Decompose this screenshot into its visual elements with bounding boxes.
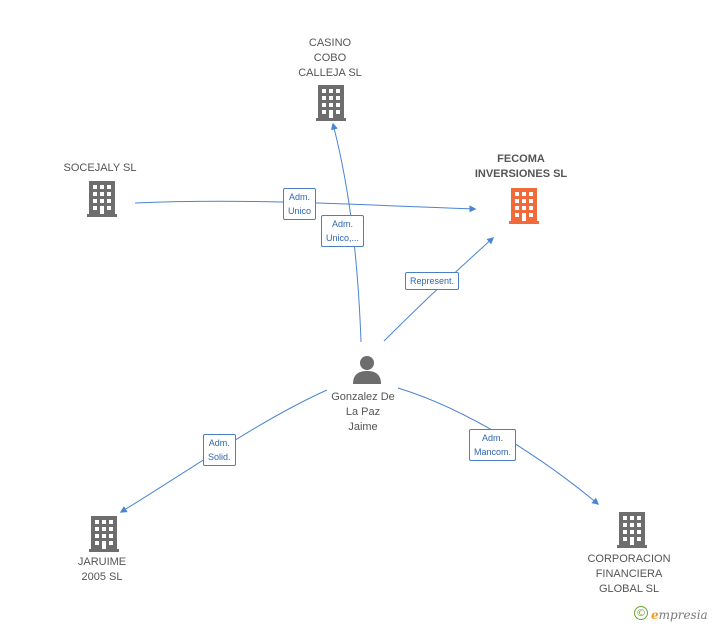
copyright-icon: © <box>634 606 648 620</box>
edge-label-adm-mancom: Adm. Mancom. <box>469 429 517 461</box>
person-icon[interactable] <box>352 354 382 384</box>
node-label-casino[interactable]: CASINO COBO CALLEJA SL <box>298 37 362 79</box>
building-icon-jaruime[interactable] <box>89 516 119 552</box>
edge-label-represent: Represent. <box>405 272 460 290</box>
node-label-person[interactable]: Gonzalez De La Paz Jaime <box>331 391 395 433</box>
node-label-socejaly[interactable]: SOCEJALY SL <box>63 162 137 174</box>
node-label-jaruime[interactable]: JARUIME 2005 SL <box>77 556 127 583</box>
building-icon-fecoma[interactable] <box>509 188 539 224</box>
edge-label-adm-unico-etc: Adm. Unico,... <box>321 215 365 247</box>
edge-label-adm-unico: Adm. Unico <box>283 188 317 220</box>
brand-logo[interactable]: empresia <box>651 608 708 622</box>
brand-initial: e <box>651 608 659 622</box>
node-label-corporacion[interactable]: CORPORACION FINANCIERA GLOBAL SL <box>587 553 671 595</box>
node-label-fecoma[interactable]: FECOMA INVERSIONES SL <box>474 153 568 180</box>
brand-name: mpresia <box>658 608 708 622</box>
building-icon-corporacion[interactable] <box>617 512 647 548</box>
building-icon-socejaly[interactable] <box>87 181 117 217</box>
building-icon-casino[interactable] <box>316 85 346 121</box>
edge-label-adm-solid: Adm. Solid. <box>203 434 236 466</box>
